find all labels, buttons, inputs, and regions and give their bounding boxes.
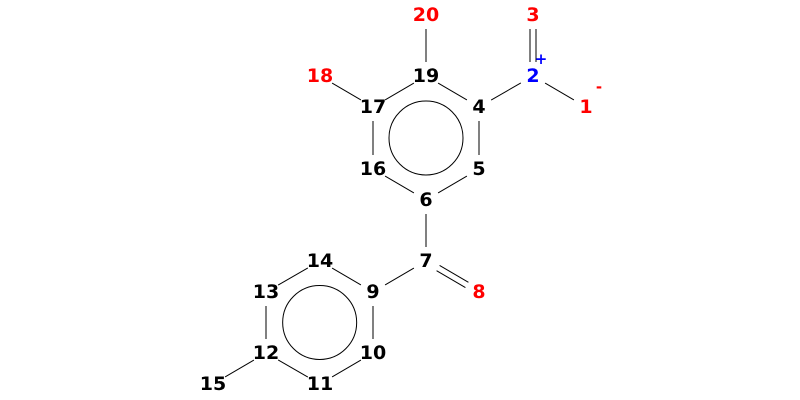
bond-17-18 [331, 82, 362, 101]
atom-2-charge: + [535, 50, 548, 68]
bond-17-19 [384, 82, 415, 101]
atoms-layer: 1- 2+3 4 5 6 7 8 9 10 11 12 13 14 15 16 17 18 19 20 [200, 4, 602, 395]
bond-7-9 [384, 267, 415, 286]
atom-10-label: 10 [360, 342, 386, 364]
atom-7-label: 7 [419, 250, 432, 272]
atom-2-label: 2 [526, 65, 539, 87]
bond-19-4 [437, 82, 468, 101]
atom-6-label: 6 [419, 189, 432, 211]
ring-b-aromatic-circle [282, 285, 358, 360]
atom-9-label: 9 [366, 281, 379, 303]
atom-14-label: 14 [307, 250, 333, 272]
atom-15-label: 15 [200, 373, 226, 395]
bond-10-11 [331, 359, 362, 378]
atom-20-label: 20 [413, 4, 439, 26]
bond-2-4 [490, 82, 522, 101]
atom-5-label: 5 [472, 158, 485, 180]
atom-19-label: 19 [413, 65, 439, 87]
atom-1-label: 1 [579, 96, 592, 118]
atom-16-label: 16 [360, 158, 386, 180]
atom-8-label: 8 [472, 281, 485, 303]
atom-4-label: 4 [472, 96, 485, 118]
bond-11-12 [277, 359, 309, 378]
bond-12-15 [224, 359, 255, 378]
bond-13-14 [277, 267, 309, 286]
bond-1-2 [544, 82, 575, 101]
bond-6-16 [384, 175, 415, 194]
bond-7-8-line-1 [439, 265, 469, 283]
ring-a-aromatic-circle [388, 100, 464, 176]
bond-5-6 [437, 175, 468, 194]
atom-18-label: 18 [307, 65, 333, 87]
atom-3-label: 3 [526, 4, 539, 26]
bonds-layer [224, 29, 575, 378]
bond-7-8-line-2 [436, 270, 466, 288]
aromatic-rings-layer [282, 100, 464, 360]
atom-1-charge: - [596, 78, 602, 96]
atom-13-label: 13 [253, 281, 279, 303]
atom-12-label: 12 [253, 342, 279, 364]
atom-17-label: 17 [360, 96, 386, 118]
bond-14-9 [331, 267, 362, 286]
atom-11-label: 11 [307, 373, 333, 395]
